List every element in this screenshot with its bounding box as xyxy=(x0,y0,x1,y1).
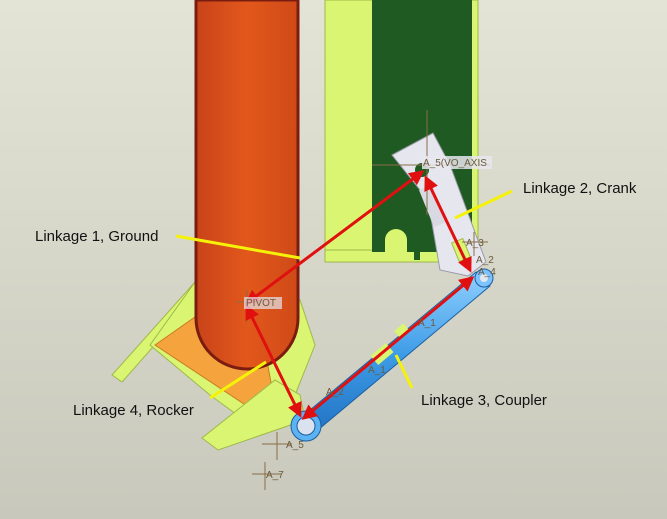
axis-tags: A_5(VO_AXIS PIVOT A_3 A_2 A_4 A_1 A_1 A_… xyxy=(244,156,496,481)
callout-rocker: Linkage 4, Rocker xyxy=(73,402,194,419)
tag-a1-upper: A_1 xyxy=(418,318,436,329)
tag-pivot-axis: A_5(VO_AXIS xyxy=(423,158,487,169)
tag-a2-lower: A_2 xyxy=(326,387,344,398)
rocker-pointer xyxy=(209,360,267,400)
callout-pointers xyxy=(175,189,513,400)
rocker-vector xyxy=(245,304,302,418)
coupler-vector xyxy=(301,276,475,420)
link-vectors xyxy=(244,170,475,420)
ground-vector xyxy=(244,170,425,305)
tag-a3: A_3 xyxy=(466,238,484,249)
callout-crank: Linkage 2, Crank xyxy=(523,180,637,197)
coupler-pointer xyxy=(394,354,414,389)
tag-pivot: PIVOT xyxy=(246,298,276,309)
tag-a4: A_4 xyxy=(478,267,496,278)
callout-ground: Linkage 1, Ground xyxy=(35,228,159,245)
tag-a1-lower: A_1 xyxy=(368,365,386,376)
tag-a2: A_2 xyxy=(476,255,494,266)
crank-vector xyxy=(424,175,472,273)
tag-a7: A_7 xyxy=(266,470,284,481)
crank-pointer xyxy=(454,189,513,220)
tag-a5: A_5 xyxy=(286,440,304,451)
ground-pointer xyxy=(175,234,301,260)
callout-coupler: Linkage 3, Coupler xyxy=(421,392,547,409)
